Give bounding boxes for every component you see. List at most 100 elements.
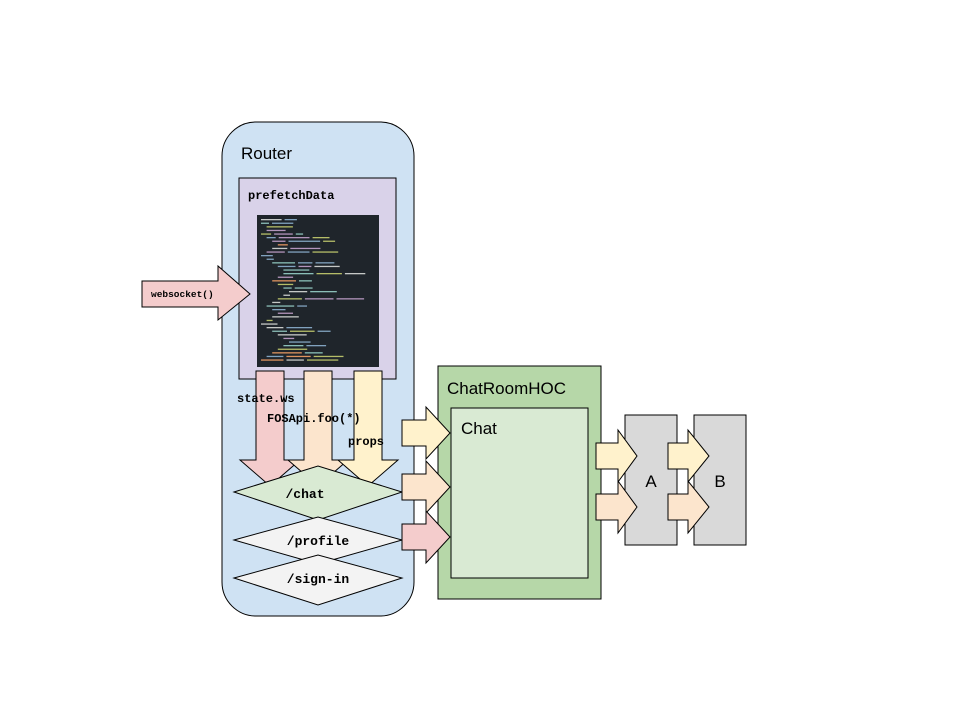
code-line <box>277 276 294 278</box>
component-a-label: A <box>645 472 657 491</box>
code-line <box>272 330 287 332</box>
code-line <box>290 247 321 250</box>
code-line <box>298 262 313 264</box>
code-line <box>304 298 334 300</box>
code-line <box>283 287 292 289</box>
code-line <box>272 280 296 282</box>
code-line <box>261 222 269 224</box>
code-line <box>286 359 304 361</box>
code-line <box>266 355 284 358</box>
websocket-arrow <box>141 264 251 322</box>
code-line <box>266 327 284 329</box>
code-line <box>277 244 288 246</box>
code-line <box>277 283 294 286</box>
websocket-label: websocket() <box>151 289 214 300</box>
code-line <box>289 291 308 293</box>
a-to-b-props-arrow <box>667 428 710 484</box>
code-line <box>287 251 310 253</box>
code-line <box>314 265 340 268</box>
code-line <box>283 337 295 340</box>
code-line <box>266 226 293 228</box>
code-line <box>272 309 286 311</box>
code-line <box>272 301 281 304</box>
code-line <box>316 273 342 275</box>
code-line <box>261 233 272 235</box>
code-line <box>274 233 293 235</box>
code-line <box>277 334 307 336</box>
code-line <box>323 240 336 242</box>
code-line <box>266 251 285 253</box>
code-line <box>283 273 314 275</box>
code-line <box>261 255 273 257</box>
props-down-arrow <box>336 370 400 487</box>
code-line <box>310 291 337 293</box>
route-sign-in-diamond[interactable] <box>232 554 404 606</box>
code-line <box>278 237 310 239</box>
props-label: props <box>348 435 384 449</box>
code-line <box>297 305 307 307</box>
state-ws-label: state.ws <box>237 392 295 406</box>
state-ws-into-chat-arrow <box>401 509 451 565</box>
code-line <box>315 262 335 264</box>
code-line <box>312 251 339 253</box>
code-line <box>288 240 321 242</box>
code-line <box>266 319 273 322</box>
component-a-box <box>624 414 678 546</box>
code-line <box>283 294 290 296</box>
code-line <box>261 359 284 361</box>
state-ws-down-arrow <box>238 370 302 487</box>
code-line <box>261 219 282 221</box>
code-line <box>295 233 304 235</box>
code-screenshot-image <box>257 215 379 367</box>
code-line <box>277 298 302 300</box>
code-line <box>272 222 294 224</box>
code-line <box>261 323 278 325</box>
code-line <box>286 327 313 329</box>
code-line <box>277 265 296 268</box>
code-line <box>317 330 331 332</box>
code-line <box>304 352 323 354</box>
code-line <box>294 287 313 289</box>
code-line <box>266 305 295 307</box>
code-line <box>307 359 339 361</box>
code-line <box>289 341 311 343</box>
a-to-b-fosapi-arrow <box>667 479 710 535</box>
code-line <box>286 355 311 358</box>
component-b-label: B <box>714 472 725 491</box>
code-line <box>272 316 299 318</box>
code-line <box>272 262 295 264</box>
code-line <box>284 219 297 221</box>
route-chat-label: /chat <box>285 487 324 502</box>
code-line <box>277 348 308 350</box>
code-line <box>266 258 274 260</box>
route-profile-label: /profile <box>287 534 350 549</box>
code-line <box>272 240 286 242</box>
props-into-chat-arrow <box>401 405 451 461</box>
code-line <box>299 280 312 282</box>
code-line <box>272 352 302 354</box>
code-line <box>336 298 365 300</box>
chat-to-a-fosapi-arrow <box>595 479 638 535</box>
code-line <box>306 345 327 347</box>
code-line <box>277 312 293 314</box>
component-b-box <box>693 414 747 546</box>
code-line <box>283 269 310 271</box>
fosapi-into-chat-arrow <box>401 459 451 515</box>
code-line <box>266 237 276 239</box>
route-sign-in-label: /sign-in <box>287 572 350 587</box>
code-line <box>266 229 286 232</box>
code-line <box>272 247 288 250</box>
code-line <box>313 355 344 358</box>
code-line <box>312 237 330 239</box>
code-line <box>344 273 366 275</box>
fosapi-label: FOSApi.foo(*) <box>267 412 361 426</box>
code-line <box>298 265 312 268</box>
chatroom-hoc-title: ChatRoomHOC <box>447 379 566 398</box>
chat-title: Chat <box>461 419 497 438</box>
router-title: Router <box>241 144 292 163</box>
prefetch-data-label: prefetchData <box>248 189 334 203</box>
code-line <box>283 345 304 347</box>
chat-box <box>450 407 589 579</box>
chat-to-a-props-arrow <box>595 428 638 484</box>
code-line <box>290 330 315 332</box>
